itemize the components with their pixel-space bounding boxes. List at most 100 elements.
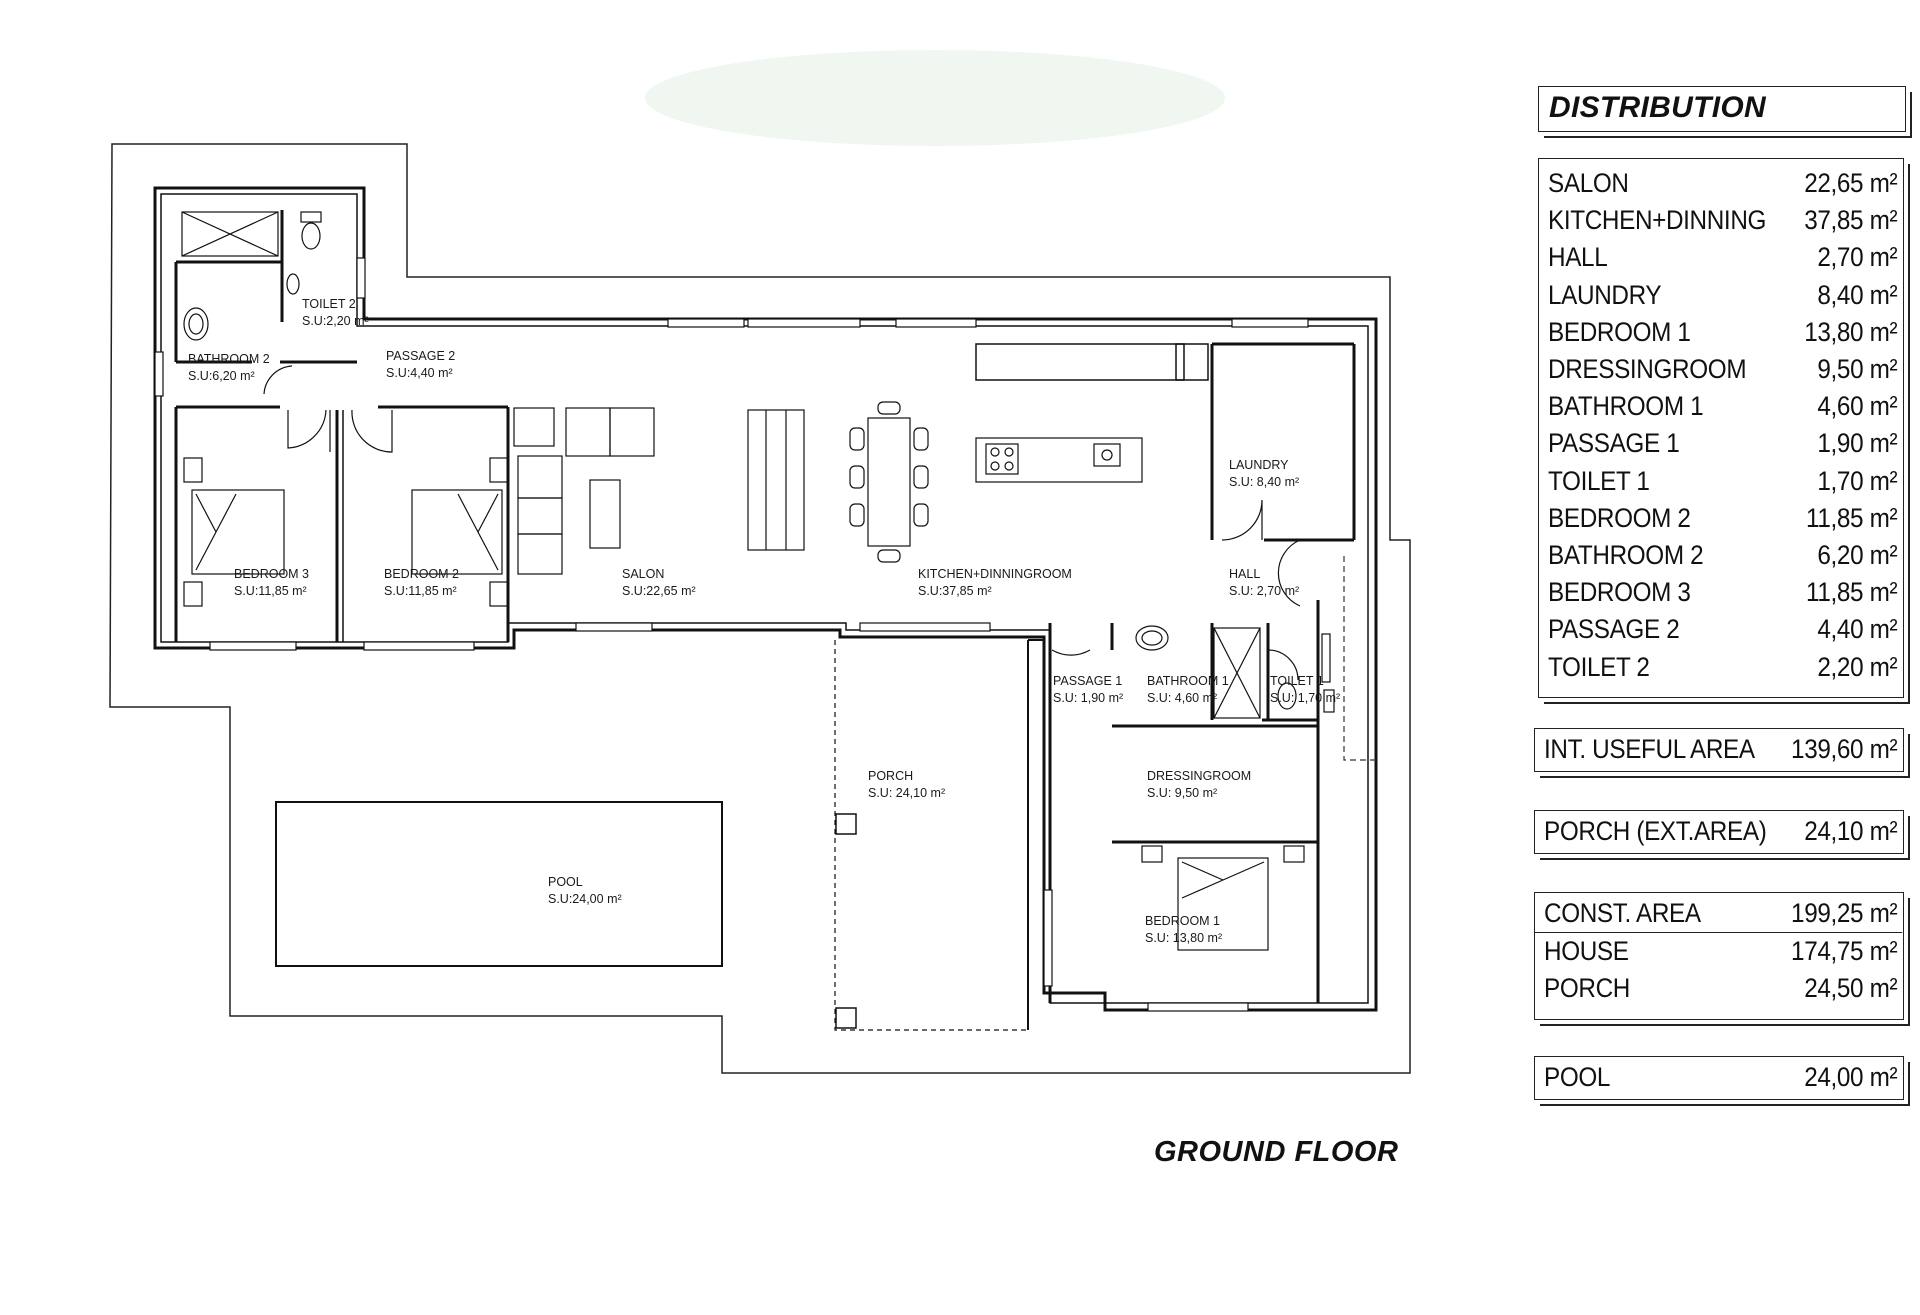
porch-ext-label: PORCH (EXT.AREA) bbox=[1544, 816, 1767, 846]
room-label-porch-name: PORCH bbox=[868, 769, 913, 783]
distribution-item-value: 2,70 m² bbox=[1817, 242, 1898, 273]
room-label-passage2-area: S.U:4,40 m² bbox=[386, 366, 453, 380]
construction-label: CONST. AREA bbox=[1544, 898, 1701, 928]
list-item: BEDROOM 1 13,80 m² bbox=[1539, 314, 1903, 351]
distribution-item-name: SALON bbox=[1548, 168, 1629, 198]
windows bbox=[154, 257, 1331, 1012]
useful-area-value: 139,60 m² bbox=[1791, 734, 1898, 764]
room-label-salon-name: SALON bbox=[622, 567, 664, 581]
room-labels: BATHROOM 2 S.U:6,20 m² TOILET 2 S.U:2,20… bbox=[188, 297, 1340, 945]
distribution-item-value: 11,85 m² bbox=[1806, 577, 1898, 608]
distribution-item-name: BEDROOM 3 bbox=[1548, 577, 1691, 608]
room-label-toilet2-name: TOILET 2 bbox=[302, 297, 356, 311]
distribution-item-value: 22,65 m² bbox=[1804, 168, 1898, 198]
kitchen-island bbox=[975, 437, 1143, 483]
distribution-item-name: KITCHEN+DINNING bbox=[1548, 205, 1767, 236]
porch-ext-row: PORCH (EXT.AREA) 24,10 m² bbox=[1535, 813, 1903, 850]
hall-dashed-outline bbox=[1343, 556, 1376, 761]
room-label-kitchen-name: KITCHEN+DINNINGROOM bbox=[918, 567, 1072, 581]
room-label-bathroom1-area: S.U: 4,60 m² bbox=[1147, 691, 1217, 705]
construction-value: 174,75 m² bbox=[1791, 936, 1898, 967]
room-label-toilet2-area: S.U:2,20 m² bbox=[302, 314, 369, 328]
useful-area-row: INT. USEFUL AREA 139,60 m² bbox=[1535, 731, 1903, 768]
room-label-bedroom3-area: S.U:11,85 m² bbox=[234, 584, 307, 598]
distribution-item-value: 9,50 m² bbox=[1817, 354, 1898, 385]
room-label-hall-name: HALL bbox=[1229, 567, 1260, 581]
distribution-item-value: 2,20 m² bbox=[1817, 651, 1898, 682]
distribution-item-value: 37,85 m² bbox=[1804, 205, 1898, 236]
porch-area bbox=[834, 639, 1044, 1031]
bathroom2-fixtures bbox=[181, 211, 322, 341]
room-label-pool-area: S.U:24,00 m² bbox=[548, 892, 622, 906]
distribution-item-value: 4,60 m² bbox=[1817, 391, 1898, 422]
room-label-passage2-name: PASSAGE 2 bbox=[386, 349, 455, 363]
distribution-item-value: 1,70 m² bbox=[1817, 465, 1898, 496]
room-label-laundry-area: S.U: 8,40 m² bbox=[1229, 475, 1299, 489]
room-label-bedroom1-name: BEDROOM 1 bbox=[1145, 914, 1220, 928]
distribution-item-name: BEDROOM 2 bbox=[1548, 502, 1691, 533]
list-item: BEDROOM 3 11,85 m² bbox=[1539, 574, 1903, 611]
distribution-title-box: DISTRIBUTION bbox=[1538, 86, 1906, 132]
room-label-bedroom1-area: S.U: 13,80 m² bbox=[1145, 931, 1222, 945]
distribution-item-value: 13,80 m² bbox=[1804, 316, 1898, 347]
plot-outline bbox=[109, 143, 1411, 1074]
construction-value: 24,50 m² bbox=[1804, 973, 1898, 1004]
interior-walls bbox=[174, 210, 1356, 1003]
list-item: TOILET 2 2,20 m² bbox=[1539, 649, 1903, 686]
room-label-bathroom1-name: BATHROOM 1 bbox=[1147, 674, 1229, 688]
room-label-laundry-name: LAUNDRY bbox=[1229, 458, 1289, 472]
distribution-item-name: PASSAGE 1 bbox=[1548, 428, 1680, 459]
construction-row: PORCH 24,50 m² bbox=[1535, 970, 1903, 1007]
distribution-list: SALON 22,65 m² KITCHEN+DINNING 37,85 m² HA… bbox=[1538, 158, 1904, 698]
room-label-toilet1-name: TOILET 1 bbox=[1270, 674, 1324, 688]
construction-label: PORCH bbox=[1544, 973, 1630, 1004]
list-item: PASSAGE 1 1,90 m² bbox=[1539, 425, 1903, 462]
room-label-passage1-area: S.U: 1,90 m² bbox=[1053, 691, 1123, 705]
room-label-pool-name: POOL bbox=[548, 875, 583, 889]
pool-box: POOL 24,00 m² bbox=[1534, 1056, 1904, 1100]
distribution-item-name: BATHROOM 1 bbox=[1548, 391, 1704, 422]
room-label-bedroom2-name: BEDROOM 2 bbox=[384, 567, 459, 581]
salon-furniture bbox=[513, 407, 805, 575]
room-label-passage1-name: PASSAGE 1 bbox=[1053, 674, 1122, 688]
distribution-item-value: 4,40 m² bbox=[1817, 614, 1898, 645]
list-item: PASSAGE 2 4,40 m² bbox=[1539, 611, 1903, 648]
distribution-title: DISTRIBUTION bbox=[1549, 91, 1766, 124]
list-item: BATHROOM 2 6,20 m² bbox=[1539, 537, 1903, 574]
construction-row: HOUSE 174,75 m² bbox=[1535, 933, 1903, 970]
room-label-bedroom3-name: BEDROOM 3 bbox=[234, 567, 309, 581]
pool-value: 24,00 m² bbox=[1804, 1062, 1898, 1092]
list-item: SALON 22,65 m² bbox=[1539, 165, 1903, 202]
porch-ext-box: PORCH (EXT.AREA) 24,10 m² bbox=[1534, 810, 1904, 854]
plan-title: GROUND FLOOR bbox=[1154, 1136, 1399, 1168]
room-label-dressingroom-name: DRESSINGROOM bbox=[1147, 769, 1251, 783]
room-label-bedroom2-area: S.U:11,85 m² bbox=[384, 584, 457, 598]
distribution-item-value: 11,85 m² bbox=[1806, 502, 1898, 533]
porch-ext-value: 24,10 m² bbox=[1804, 816, 1898, 846]
distribution-item-name: BATHROOM 2 bbox=[1548, 540, 1704, 571]
distribution-item-name: TOILET 2 bbox=[1548, 651, 1650, 682]
doors bbox=[263, 365, 1301, 681]
room-label-salon-area: S.U:22,65 m² bbox=[622, 584, 696, 598]
useful-area-box: INT. USEFUL AREA 139,60 m² bbox=[1534, 728, 1904, 772]
room-label-bathroom2-name: BATHROOM 2 bbox=[188, 352, 270, 366]
distribution-item-name: LAUNDRY bbox=[1548, 279, 1662, 310]
distribution-item-name: PASSAGE 2 bbox=[1548, 614, 1680, 645]
distribution-item-value: 1,90 m² bbox=[1817, 428, 1898, 459]
pool-outline bbox=[275, 801, 723, 967]
useful-area-label: INT. USEFUL AREA bbox=[1544, 734, 1755, 764]
room-label-dressingroom-area: S.U: 9,50 m² bbox=[1147, 786, 1217, 800]
dining-table bbox=[849, 401, 929, 563]
pool-label: POOL bbox=[1544, 1062, 1611, 1092]
distribution-item-name: DRESSINGROOM bbox=[1548, 354, 1747, 385]
paper-smudge bbox=[645, 50, 1225, 146]
distribution-item-value: 6,20 m² bbox=[1817, 540, 1898, 571]
construction-label: HOUSE bbox=[1544, 936, 1629, 967]
distribution-item-name: TOILET 1 bbox=[1548, 465, 1650, 496]
distribution-item-name: BEDROOM 1 bbox=[1548, 316, 1691, 347]
list-item: DRESSINGROOM 9,50 m² bbox=[1539, 351, 1903, 388]
room-label-bathroom2-area: S.U:6,20 m² bbox=[188, 369, 255, 383]
